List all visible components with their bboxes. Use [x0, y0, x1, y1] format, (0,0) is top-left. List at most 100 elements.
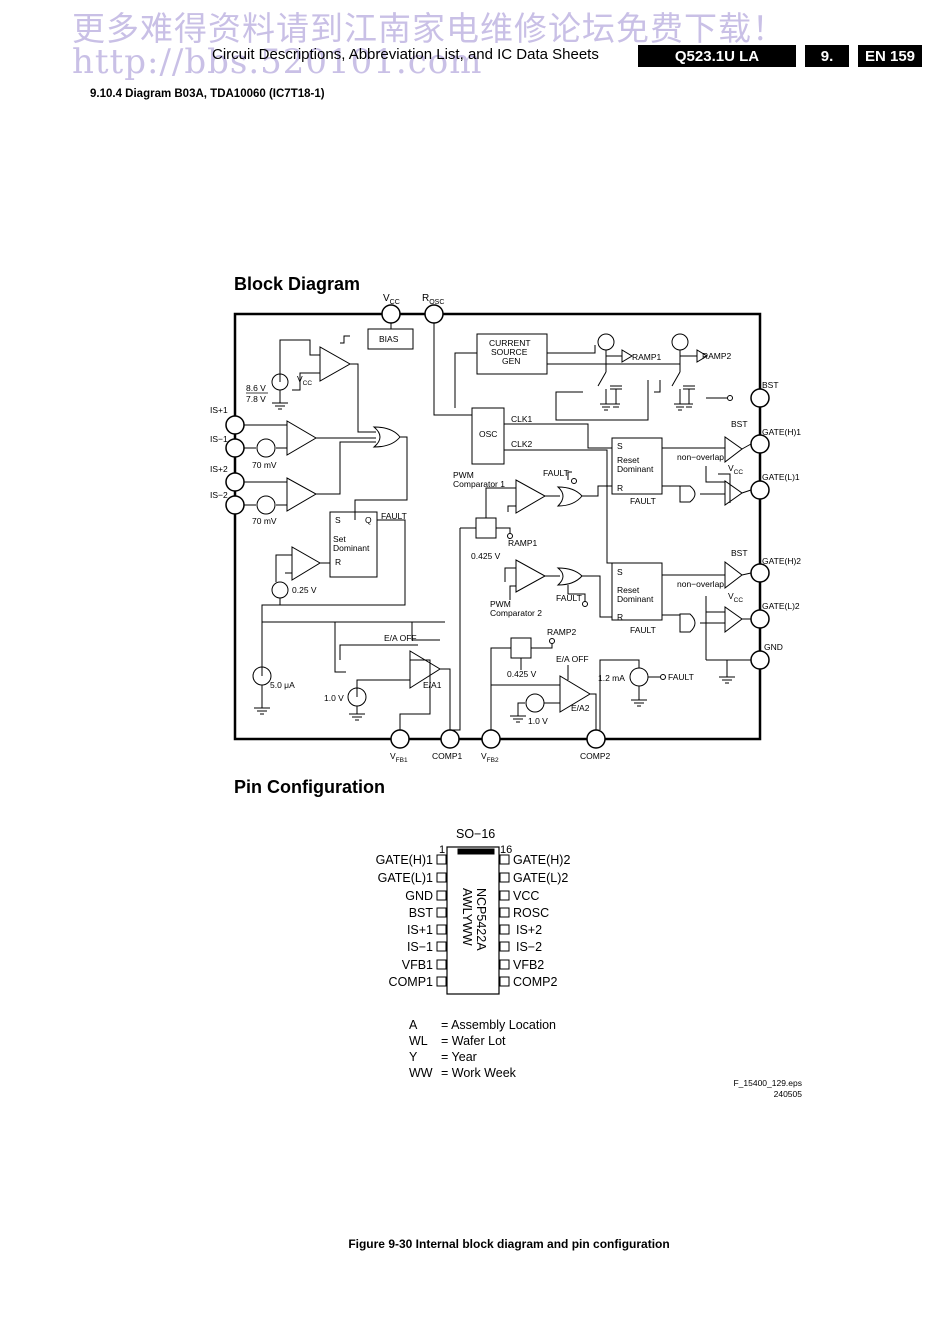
bias-label: BIAS — [379, 334, 399, 344]
package-label: SO−16 — [456, 827, 495, 841]
pwm1-or-gate — [556, 486, 583, 507]
comp1-pin-label: COMP1 — [432, 751, 463, 761]
label-fault-pwm2: FAULT — [556, 593, 582, 603]
legend-key-ww: WW — [409, 1066, 433, 1080]
svg-text:VFB1: VFB1 — [390, 751, 408, 764]
label-ramp2-summer: RAMP2 — [547, 627, 577, 637]
label-70mv-1: 70 mV — [252, 460, 277, 470]
legend-value-wl: = Wafer Lot — [441, 1034, 506, 1048]
reset1-name-2: Dominant — [617, 464, 654, 474]
vcc-pin-label: V — [383, 293, 390, 304]
pin-is-minus-2 — [225, 495, 245, 515]
label-vcc-driver-2: V — [728, 591, 734, 601]
label-5ua: 5.0 μA — [270, 680, 295, 690]
gate-l1-driver — [724, 480, 743, 506]
label-1-2ma: 1.2 mA — [598, 673, 625, 683]
pin-gate-l2 — [750, 609, 770, 629]
label-ea-off-2: E/A OFF — [556, 654, 589, 664]
reset2-name-1: Reset — [617, 585, 640, 595]
is-minus-1-label: IS−1 — [210, 434, 228, 444]
block-diagram-heading: Block Diagram — [234, 274, 361, 294]
legend-key-a: A — [409, 1018, 418, 1032]
right-pin-11: IS−2 — [516, 940, 542, 954]
right-pin-13: ROSC — [513, 906, 549, 920]
label-clk2: CLK2 — [511, 439, 533, 449]
header-model-badge: Q523.1U LA — [638, 45, 796, 67]
reset-dominant-latch-1 — [611, 437, 663, 495]
label-nonoverlap-1: non−overlap — [677, 452, 724, 462]
latch-q-label: Q — [365, 515, 372, 525]
label-pwm1-line1: PWM — [453, 470, 474, 480]
pin-comp2 — [586, 729, 606, 749]
reset2-r-label: R — [617, 612, 623, 622]
is-plus-1-label: IS+1 — [210, 405, 228, 415]
header-title: Circuit Descriptions, Abbreviation List,… — [212, 46, 599, 63]
osc-block — [471, 407, 505, 465]
right-pin-16: GATE(H)2 — [513, 853, 570, 867]
pin-rosc-top — [424, 304, 444, 324]
comp2-pin-label: COMP2 — [580, 751, 611, 761]
and-gate-2 — [679, 613, 696, 633]
current-source-block — [476, 333, 548, 375]
label-ea-off-1: E/A OFF — [384, 633, 417, 643]
gate-l2-pin-label: GATE(L)2 — [762, 601, 800, 611]
label-vcc-driver-1: V — [728, 463, 734, 473]
set-dominant-latch — [329, 511, 378, 578]
latch-fault-label: FAULT — [381, 511, 407, 521]
label-8-6v: 8.6 V — [246, 383, 266, 393]
pin16-number: 16 — [500, 844, 512, 856]
gate-h1-driver — [724, 436, 743, 464]
legend-value-ww: = Work Week — [441, 1066, 516, 1080]
label-fault-and1: FAULT — [630, 496, 656, 506]
label-fault-and2: FAULT — [630, 625, 656, 635]
figure-caption: Figure 9-30 Internal block diagram and p… — [348, 1237, 670, 1251]
marking-line1: NCP5422A — [474, 888, 488, 951]
pin-is-plus-2 — [225, 472, 245, 492]
label-0-425v-1: 0.425 V — [471, 551, 501, 561]
left-pin-3: GND — [405, 889, 433, 903]
legend-value-a: = Assembly Location — [441, 1018, 556, 1032]
latch-r-label: R — [335, 557, 341, 567]
left-pin-4: BST — [409, 906, 434, 920]
latch-s-label: S — [335, 515, 341, 525]
fault-comparator — [291, 546, 321, 581]
gate-h2-pin-label: GATE(H)2 — [762, 556, 801, 566]
header-page-badge: EN 159 — [858, 45, 922, 67]
current-source-label-2: SOURCE — [491, 347, 528, 357]
svg-text:ROSC: ROSC — [422, 293, 444, 306]
pin-bst — [750, 388, 770, 408]
legend-value-y: = Year — [441, 1050, 477, 1064]
pwm2-or-gate — [556, 567, 583, 586]
svg-text:VCC: VCC — [728, 591, 743, 604]
right-pin-12: IS+2 — [516, 923, 542, 937]
svg-text:VFB2: VFB2 — [481, 751, 499, 764]
bst-pin-label: BST — [762, 380, 779, 390]
label-1v-ea1: 1.0 V — [324, 693, 344, 703]
left-pin-2: GATE(L)1 — [378, 871, 433, 885]
svg-text:VCC: VCC — [297, 374, 312, 387]
pwm-comparator-2 — [515, 559, 547, 593]
is-minus-2-label: IS−2 — [210, 490, 228, 500]
gnd-pin-label: GND — [764, 642, 783, 652]
reset2-s-label: S — [617, 567, 623, 577]
osc-label: OSC — [479, 429, 497, 439]
and-gate-1 — [679, 485, 696, 503]
ramp2-summer — [510, 637, 532, 659]
label-1v-ea2: 1.0 V — [528, 716, 548, 726]
pin-gate-l1 — [750, 480, 770, 500]
is1-comparator — [286, 420, 317, 456]
reset2-name-2: Dominant — [617, 594, 654, 604]
so16-package — [436, 846, 510, 995]
gate-h2-driver — [724, 560, 743, 590]
pin-vfb1 — [390, 729, 410, 749]
vfb2-pin-label: V — [481, 751, 487, 761]
label-ramp1: RAMP1 — [632, 352, 662, 362]
pin-gate-h1 — [750, 434, 770, 454]
is2-comparator — [286, 477, 318, 512]
pin1-number: 1 — [439, 844, 445, 856]
label-fault-pwm1: FAULT — [543, 468, 569, 478]
label-ea2: E/A2 — [571, 703, 590, 713]
current-source-label-3: GEN — [502, 356, 520, 366]
label-fault-current: FAULT — [668, 672, 694, 682]
